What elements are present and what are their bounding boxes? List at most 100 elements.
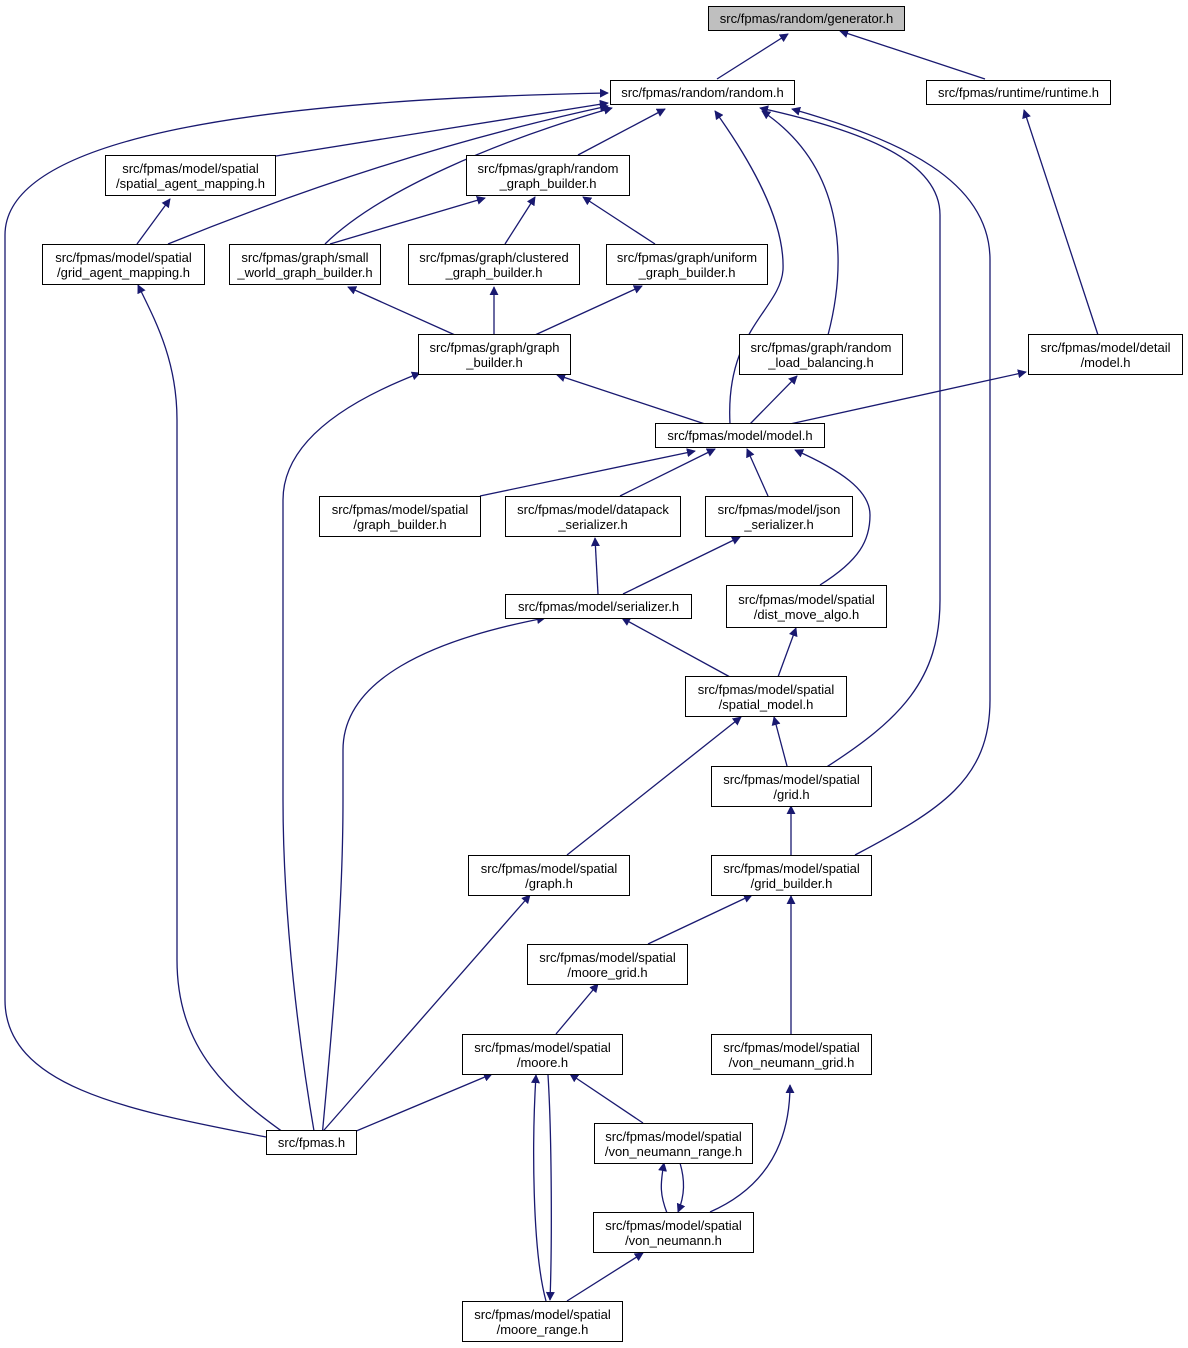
node-label: src/fpmas/model/spatial bbox=[723, 860, 860, 876]
node-label: src/fpmas/model/spatial bbox=[55, 249, 192, 265]
node-random-graph-builder[interactable]: src/fpmas/graph/random_graph_builder.h bbox=[466, 155, 630, 196]
node-graph-builder[interactable]: src/fpmas/graph/graph_builder.h bbox=[418, 334, 571, 375]
node-fpmas[interactable]: src/fpmas.h bbox=[266, 1130, 357, 1155]
node-label: src/fpmas/graph/random bbox=[477, 160, 619, 176]
edge-moore-to-moore-range bbox=[545, 1074, 555, 1301]
node-label: /moore_grid.h bbox=[567, 964, 648, 980]
edge-moore-to-moore-grid bbox=[555, 983, 599, 1035]
node-spatial-graph-builder[interactable]: src/fpmas/model/spatial/graph_builder.h bbox=[319, 496, 481, 537]
node-label: /von_neumann_range.h bbox=[604, 1143, 743, 1159]
edge-random-to-generator bbox=[716, 33, 789, 80]
node-label: _builder.h bbox=[466, 354, 523, 370]
edge-moore-range-to-moore bbox=[531, 1074, 547, 1302]
node-vn-grid[interactable]: src/fpmas/model/spatial/von_neumann_grid… bbox=[711, 1034, 872, 1075]
edge-spatial-agent-mapping-to-random bbox=[275, 99, 609, 157]
node-label: src/fpmas/model/serializer.h bbox=[517, 599, 680, 614]
edge-grid-to-spatial-model bbox=[771, 716, 788, 767]
node-label: src/fpmas/model/spatial bbox=[480, 860, 618, 876]
edge-moore-range-to-vn bbox=[566, 1252, 644, 1302]
node-label: src/fpmas/model/model.h bbox=[667, 428, 813, 443]
edge-grid-builder-to-random bbox=[791, 106, 991, 856]
node-moore-range[interactable]: src/fpmas/model/spatial/moore_range.h bbox=[462, 1301, 623, 1342]
node-label: src/fpmas/model/spatial bbox=[738, 591, 875, 607]
node-random-lb[interactable]: src/fpmas/graph/random_load_balancing.h bbox=[739, 334, 903, 375]
edge-spatial-model-to-dist-move bbox=[777, 627, 798, 678]
node-label: _load_balancing.h bbox=[768, 354, 874, 370]
edge-model-to-random-lb bbox=[749, 375, 798, 425]
node-dist-move[interactable]: src/fpmas/model/spatial/dist_move_algo.h bbox=[726, 585, 887, 628]
node-label: /spatial_model.h bbox=[718, 696, 814, 712]
node-grid[interactable]: src/fpmas/model/spatial/grid.h bbox=[711, 766, 872, 807]
node-vn[interactable]: src/fpmas/model/spatial/von_neumann.h bbox=[593, 1212, 754, 1253]
node-label: src/fpmas/model/json bbox=[717, 501, 841, 517]
node-label: src/fpmas/model/spatial bbox=[605, 1217, 742, 1233]
edge-moore-grid-to-grid-builder bbox=[647, 894, 753, 945]
node-generator[interactable]: src/fpmas/random/generator.h bbox=[708, 6, 905, 31]
node-uniform[interactable]: src/fpmas/graph/uniform_graph_builder.h bbox=[606, 244, 768, 285]
node-moore-grid[interactable]: src/fpmas/model/spatial/moore_grid.h bbox=[527, 944, 688, 985]
node-label: src/fpmas/model/spatial bbox=[331, 501, 469, 517]
edge-fpmas-to-serializer bbox=[321, 615, 546, 1138]
node-label: src/fpmas.h bbox=[277, 1135, 346, 1150]
node-spatial-graph[interactable]: src/fpmas/model/spatial/graph.h bbox=[468, 855, 630, 896]
node-moore[interactable]: src/fpmas/model/spatial/moore.h bbox=[462, 1034, 623, 1075]
edge-graph-builder-to-small-world bbox=[347, 286, 456, 336]
edge-dist-move-to-model bbox=[794, 449, 871, 586]
node-spatial-model[interactable]: src/fpmas/model/spatial/spatial_model.h bbox=[685, 676, 847, 717]
node-label: /von_neumann.h bbox=[625, 1232, 722, 1248]
edge-vn-to-vn-range bbox=[658, 1162, 668, 1214]
node-model[interactable]: src/fpmas/model/model.h bbox=[655, 423, 825, 448]
node-label: /graph_builder.h bbox=[353, 516, 447, 532]
node-label: src/fpmas/graph/random bbox=[750, 339, 892, 355]
edge-random-graph-builder-to-random bbox=[577, 108, 666, 156]
node-label: src/fpmas/model/spatial bbox=[474, 1039, 611, 1055]
node-label: _graph_builder.h bbox=[638, 264, 736, 280]
node-label: src/fpmas/graph/small bbox=[241, 249, 369, 265]
edge-serializer-to-json bbox=[622, 536, 741, 595]
node-runtime[interactable]: src/fpmas/runtime/runtime.h bbox=[926, 80, 1111, 105]
node-label: src/fpmas/model/spatial bbox=[539, 949, 676, 965]
node-grid-agent-mapping[interactable]: src/fpmas/model/spatial/grid_agent_mappi… bbox=[42, 244, 205, 285]
edge-grid-agent-mapping-to-spatial-agent-mapping bbox=[136, 198, 171, 245]
edge-spatial-graph-builder-to-model bbox=[479, 448, 696, 497]
edge-fpmas-to-random bbox=[4, 88, 609, 1138]
node-spatial-agent-mapping[interactable]: src/fpmas/model/spatial/spatial_agent_ma… bbox=[105, 155, 276, 196]
node-label: _graph_builder.h bbox=[499, 175, 597, 191]
node-label: _world_graph_builder.h bbox=[237, 264, 373, 280]
node-detail-model[interactable]: src/fpmas/model/detail/model.h bbox=[1028, 334, 1183, 375]
node-label: src/fpmas/model/spatial bbox=[723, 1039, 860, 1055]
node-random[interactable]: src/fpmas/random/random.h bbox=[610, 80, 795, 105]
node-serializer[interactable]: src/fpmas/model/serializer.h bbox=[505, 594, 692, 619]
edge-small-world-to-random-graph-builder bbox=[329, 195, 486, 245]
edge-fpmas-to-grid-agent-mapping bbox=[137, 284, 291, 1138]
node-label: /graph.h bbox=[525, 875, 573, 891]
node-label: /dist_move_algo.h bbox=[753, 606, 860, 622]
node-grid-builder[interactable]: src/fpmas/model/spatial/grid_builder.h bbox=[711, 855, 872, 896]
edge-model-to-graph-builder bbox=[556, 373, 706, 425]
node-label: /spatial_agent_mapping.h bbox=[116, 175, 265, 191]
node-vn-range[interactable]: src/fpmas/model/spatial/von_neumann_rang… bbox=[594, 1123, 753, 1164]
edge-detail-model-to-runtime bbox=[1022, 109, 1099, 336]
node-label: src/fpmas/model/spatial bbox=[605, 1128, 742, 1144]
node-clustered[interactable]: src/fpmas/graph/clustered_graph_builder.… bbox=[408, 244, 580, 285]
node-small-world[interactable]: src/fpmas/graph/small_world_graph_builde… bbox=[229, 244, 381, 285]
node-datapack[interactable]: src/fpmas/model/datapack_serializer.h bbox=[505, 496, 681, 537]
node-label: _serializer.h bbox=[744, 516, 814, 532]
node-label: src/fpmas/model/spatial bbox=[474, 1306, 611, 1322]
node-json[interactable]: src/fpmas/model/json_serializer.h bbox=[705, 496, 853, 537]
edge-grid-agent-mapping-to-random bbox=[167, 103, 609, 245]
edge-runtime-to-generator bbox=[839, 29, 986, 80]
node-label: /grid_builder.h bbox=[750, 875, 833, 891]
edge-vn-range-to-moore bbox=[569, 1073, 644, 1124]
node-label: src/fpmas/model/spatial bbox=[122, 160, 259, 176]
node-label: src/fpmas/graph/clustered bbox=[419, 249, 569, 265]
node-label: src/fpmas/model/detail bbox=[1040, 339, 1171, 355]
edge-model-to-detail-model bbox=[789, 369, 1027, 425]
edge-json-to-model bbox=[746, 448, 769, 497]
edge-datapack-to-model bbox=[619, 448, 716, 497]
edge-fpmas-to-graph-builder bbox=[282, 371, 421, 1138]
edge-random-lb-to-random bbox=[761, 110, 839, 336]
edge-fpmas-to-spatial-graph bbox=[317, 894, 531, 1138]
node-label: src/fpmas/random/generator.h bbox=[719, 11, 894, 26]
